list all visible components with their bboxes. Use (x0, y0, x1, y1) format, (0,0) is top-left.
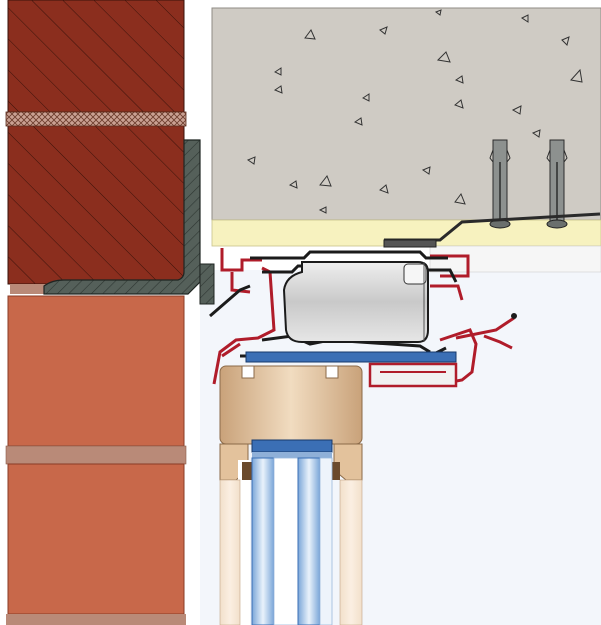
thermal-break-profile (282, 261, 429, 343)
fixing-pin (511, 313, 517, 319)
glazing-bead (245, 351, 457, 363)
concrete-lintel (211, 7, 601, 221)
brick-outer-leaf (5, 0, 187, 625)
anchor-bolt-right (546, 139, 568, 229)
timber-frame (219, 365, 363, 625)
steel-angle-lintel (43, 139, 215, 305)
mortar-joint (5, 111, 187, 127)
glazing-unit (251, 439, 333, 625)
anchor-bolt-left (489, 139, 511, 229)
drip-profile (368, 362, 458, 388)
cavity-tray (383, 212, 601, 248)
